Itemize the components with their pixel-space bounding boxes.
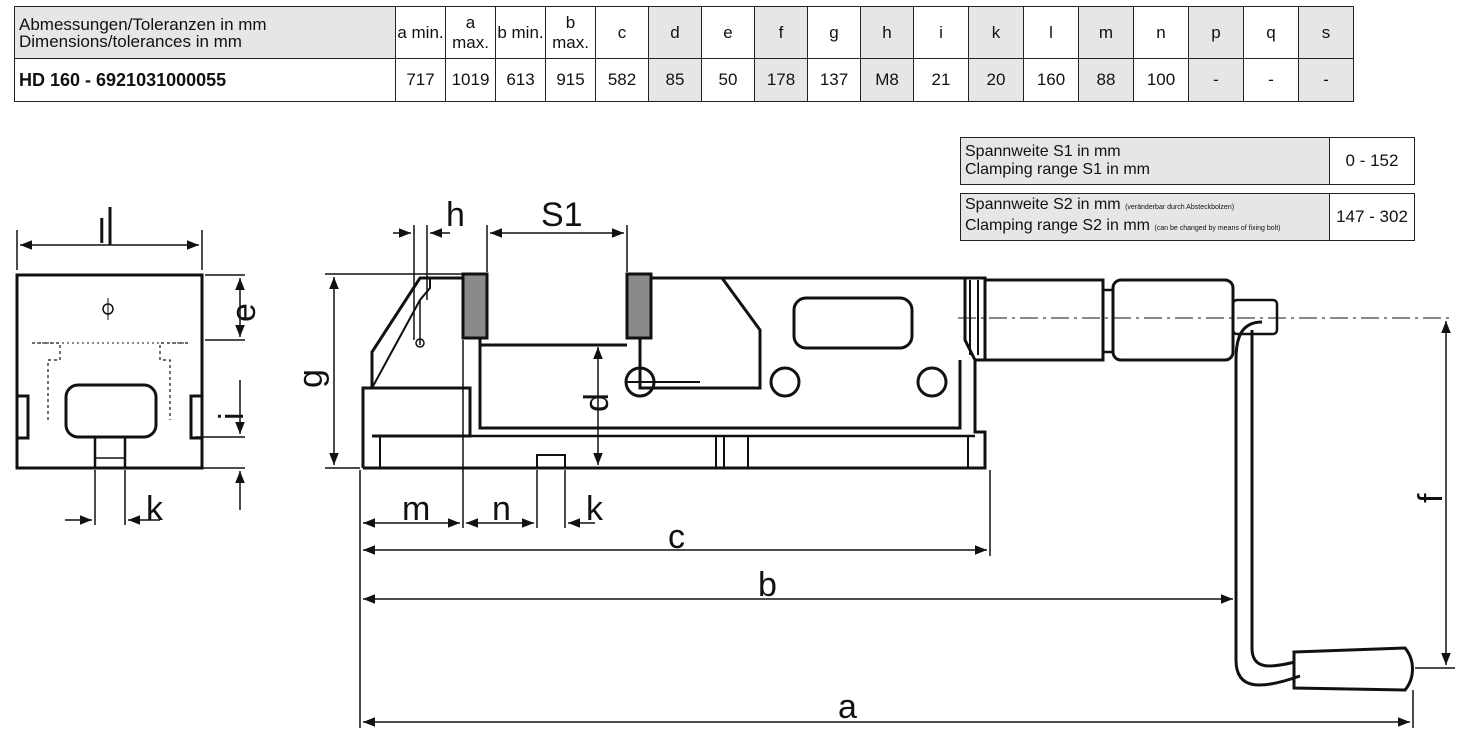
label-h: h bbox=[446, 196, 465, 234]
spindle-nut bbox=[1111, 278, 1235, 362]
side-view bbox=[361, 272, 1450, 692]
label-b: b bbox=[758, 566, 777, 604]
fixed-jaw-outline bbox=[361, 276, 463, 468]
cell-a-min: 717 bbox=[395, 58, 446, 102]
hidden-profile bbox=[32, 342, 188, 420]
label-c: c bbox=[668, 518, 685, 556]
cell-d: 85 bbox=[648, 58, 702, 102]
clamping-range-s1-table: Spannweite S1 in mm Clamping range S1 in… bbox=[960, 137, 1415, 185]
crank-arm bbox=[1234, 320, 1301, 687]
col-q: q bbox=[1243, 6, 1299, 59]
table-row: HD 160 - 6921031000055 717 1019 613 915 … bbox=[14, 58, 1354, 102]
s2-label-en: Clamping range S2 in mm bbox=[965, 217, 1150, 234]
label-i: i bbox=[213, 412, 251, 420]
label-k-left: k bbox=[146, 490, 164, 528]
dim-h bbox=[393, 225, 450, 340]
clamping-range-s1-value: 0 - 152 bbox=[1329, 137, 1415, 185]
col-d: d bbox=[648, 6, 702, 59]
dim-e bbox=[205, 274, 245, 341]
label-g: g bbox=[292, 369, 330, 388]
header-line-de: Abmessungen/Toleranzen in mm bbox=[19, 14, 267, 34]
cell-p: - bbox=[1188, 58, 1244, 102]
label-e: e bbox=[225, 303, 263, 322]
spindle-end bbox=[1231, 298, 1279, 336]
label-k-right: k bbox=[586, 490, 604, 528]
col-l: l bbox=[1023, 6, 1079, 59]
movable-jaw-plate bbox=[625, 272, 653, 340]
cell-a-max: 1019 bbox=[445, 58, 496, 102]
base-key bbox=[536, 454, 566, 469]
col-m: m bbox=[1078, 6, 1134, 59]
col-p: p bbox=[1188, 6, 1244, 59]
dim-g bbox=[325, 273, 462, 469]
label-l: l bbox=[98, 213, 106, 251]
dim-l bbox=[16, 207, 203, 270]
dim-k-left bbox=[65, 470, 160, 525]
col-i: i bbox=[913, 6, 969, 59]
label-n: n bbox=[492, 490, 511, 528]
dim-a bbox=[363, 690, 1414, 728]
header-line-en: Dimensions/tolerances in mm bbox=[19, 31, 242, 51]
base-outline bbox=[363, 276, 987, 470]
cell-k: 20 bbox=[968, 58, 1024, 102]
dimension-table: Abmessungen/Toleranzen in mm Dimensions/… bbox=[14, 6, 1354, 102]
right-cutout bbox=[189, 394, 202, 440]
left-cutout bbox=[17, 394, 30, 440]
dim-f bbox=[1415, 321, 1455, 669]
end-view-key bbox=[93, 435, 127, 470]
bolt-hole-2 bbox=[769, 366, 801, 398]
clamping-range-s2-label: Spannweite S2 in mm (veränderbar durch A… bbox=[960, 193, 1330, 241]
table-header-cell: Abmessungen/Toleranzen in mm Dimensions/… bbox=[14, 6, 396, 59]
crank-grip bbox=[1292, 646, 1414, 692]
end-view-window bbox=[64, 383, 158, 439]
dim-c bbox=[363, 470, 991, 556]
s2-label-de: Spannweite S2 in mm bbox=[965, 196, 1121, 213]
col-f: f bbox=[754, 6, 808, 59]
dim-b bbox=[363, 560, 1237, 605]
clamping-range-s2-table: Spannweite S2 in mm (veränderbar durch A… bbox=[960, 193, 1415, 241]
dim-s1 bbox=[486, 225, 628, 272]
col-c: c bbox=[595, 6, 649, 59]
cell-c: 582 bbox=[595, 58, 649, 102]
cell-i: 21 bbox=[913, 58, 969, 102]
label-a: a bbox=[838, 688, 857, 726]
cell-s: - bbox=[1298, 58, 1354, 102]
col-b-min: b min. bbox=[495, 6, 546, 59]
s2-note-en: (can be changed by means of fixing bolt) bbox=[1154, 225, 1281, 232]
fixed-jaw-plate bbox=[461, 272, 489, 340]
s1-label-en: Clamping range S1 in mm bbox=[965, 161, 1150, 178]
label-d: d bbox=[578, 393, 616, 412]
cell-g: 137 bbox=[807, 58, 861, 102]
clamping-range-s2-value: 147 - 302 bbox=[1329, 193, 1415, 241]
dim-i bbox=[195, 380, 245, 510]
cell-b-min: 613 bbox=[495, 58, 546, 102]
movable-jaw-body bbox=[638, 276, 762, 390]
spindle-housing bbox=[983, 278, 1105, 362]
cell-h: M8 bbox=[860, 58, 914, 102]
col-b-max: b max. bbox=[545, 6, 596, 59]
col-k: k bbox=[968, 6, 1024, 59]
label-m: m bbox=[402, 490, 430, 528]
label-f: f bbox=[1412, 493, 1450, 503]
col-e: e bbox=[701, 6, 755, 59]
product-label: HD 160 - 6921031000055 bbox=[14, 58, 396, 102]
s2-note-de: (veränderbar durch Absteckbolzen) bbox=[1125, 204, 1235, 211]
clamping-range-s1-label: Spannweite S1 in mm Clamping range S1 in… bbox=[960, 137, 1330, 185]
bolt-hole-3 bbox=[916, 366, 948, 398]
end-view bbox=[15, 273, 204, 470]
movable-jaw-window bbox=[792, 296, 914, 350]
dim-m-n-k bbox=[359, 340, 595, 728]
s1-label-de: Spannweite S1 in mm bbox=[965, 143, 1121, 160]
cell-b-max: 915 bbox=[545, 58, 596, 102]
cell-m: 88 bbox=[1078, 58, 1134, 102]
label-s1: S1 bbox=[541, 196, 583, 234]
